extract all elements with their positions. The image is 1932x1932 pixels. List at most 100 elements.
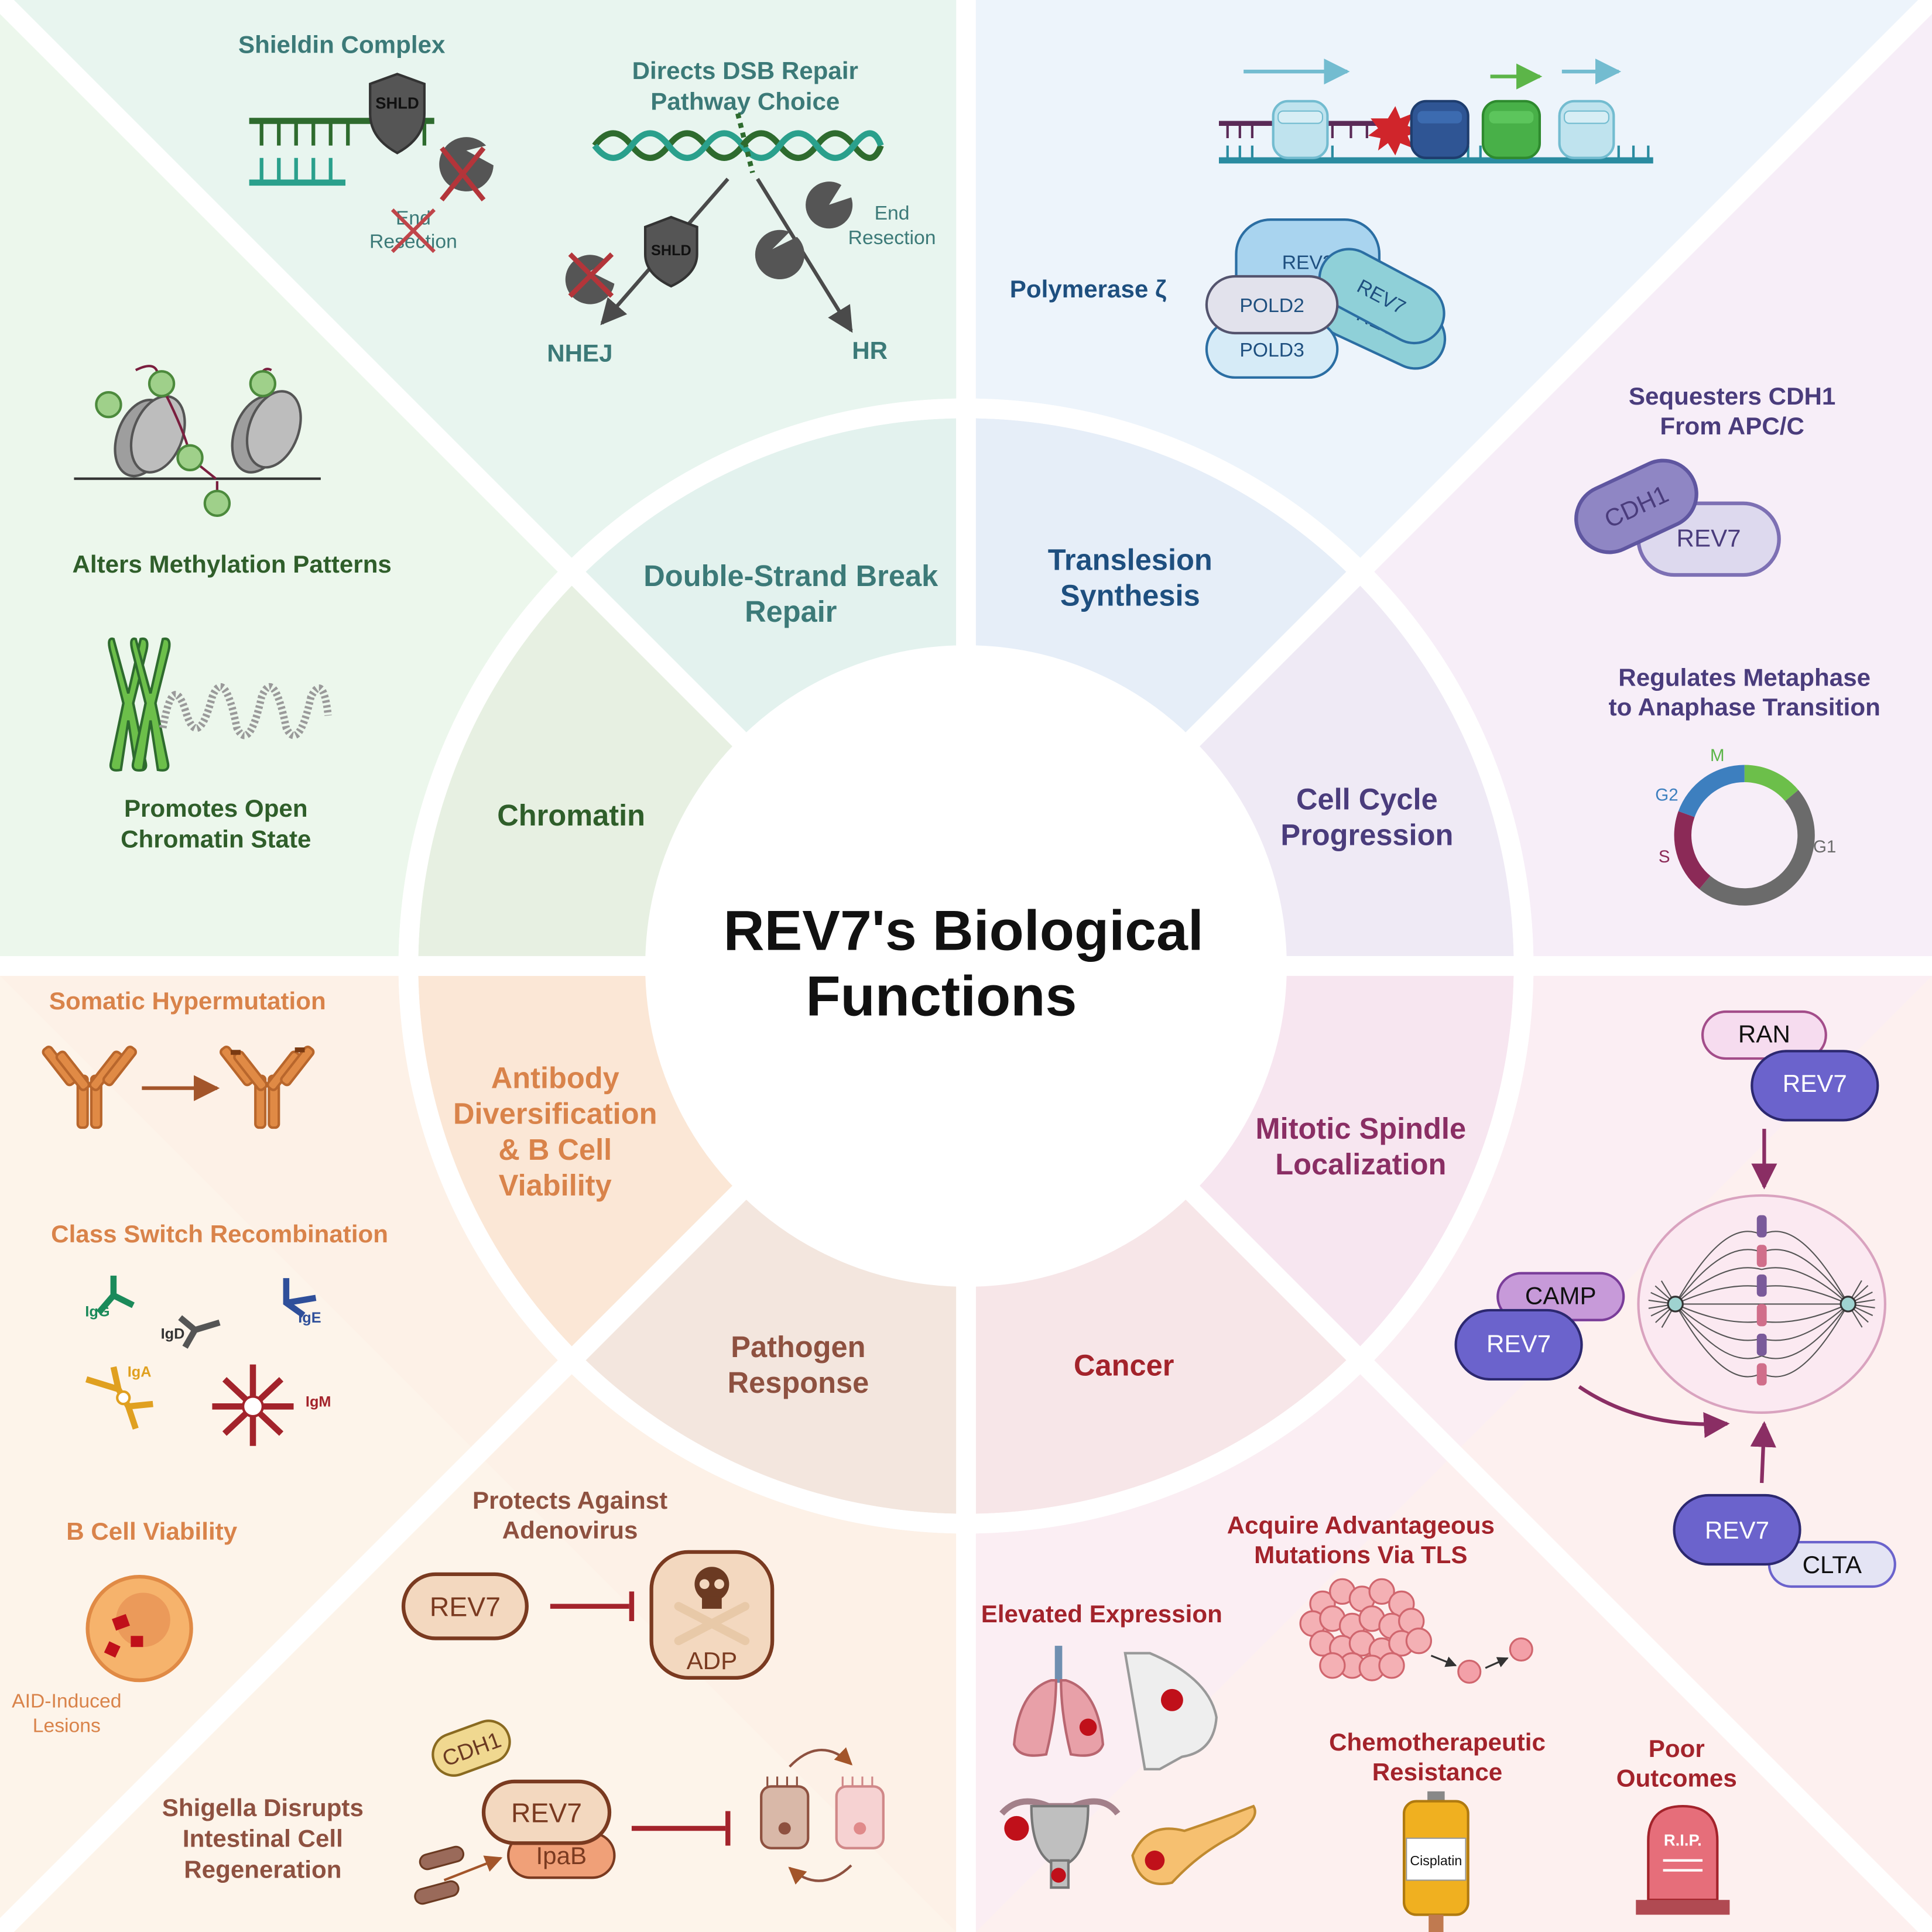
gravestone-icon: R.I.P. — [1636, 1804, 1730, 1915]
antibody-icon — [42, 1046, 137, 1129]
spindle-fiber — [1675, 1285, 1762, 1305]
metastatic-cell-2 — [1509, 1637, 1533, 1662]
clta-arrow — [1750, 1421, 1776, 1484]
metastasis-arrow-2 — [1485, 1657, 1509, 1669]
ring-outer-border — [398, 398, 1534, 1534]
rev7-pa-box — [401, 1572, 529, 1640]
shm-title: Somatic Hypermutation — [49, 987, 326, 1015]
ring-label-dsb-2: Repair — [745, 595, 837, 628]
spindle-fiber — [1674, 1303, 1762, 1359]
elevated-expression-title: Elevated Expression — [981, 1600, 1222, 1628]
pathway-choice-2: Pathway Choice — [650, 88, 840, 115]
inhibit-icon — [550, 1591, 635, 1621]
clta-label: CLTA — [1803, 1551, 1862, 1578]
spindle-fiber — [1674, 1249, 1762, 1305]
cancer-panel: Acquire Advantageous Mutations Via TLS E… — [981, 1511, 1737, 1932]
mutated-antibody-icon — [220, 1046, 315, 1129]
b-cell-icon — [85, 1574, 193, 1683]
rev7-pa-box-2 — [481, 1779, 612, 1845]
rip-label: R.I.P. — [1664, 1831, 1702, 1849]
end-resection-2: Resection — [848, 227, 936, 249]
dsb-panel: Shieldin Complex SHLD — [238, 31, 936, 367]
nuclease-icon-1 — [755, 229, 805, 280]
bacteria-icon — [414, 1845, 465, 1905]
nhej-label: NHEJ — [547, 339, 612, 366]
ring-label-spindle-1: Mitotic Spindle — [1256, 1112, 1467, 1145]
mitotic-spindle-icon — [1637, 1194, 1887, 1414]
spindle-fiber — [1761, 1303, 1849, 1341]
igd-icon: IgD — [161, 1315, 221, 1349]
shld-label: SHLD — [375, 94, 419, 112]
spindle-fiber — [1761, 1303, 1849, 1378]
ran-label: RAN — [1738, 1020, 1790, 1048]
rev7-pa-label-2: REV7 — [511, 1797, 582, 1828]
hr-label: HR — [852, 337, 888, 364]
tls-mutations-2: Mutations Via TLS — [1254, 1541, 1467, 1568]
chemo-1: Chemotherapeutic — [1329, 1728, 1546, 1756]
rev7-sp-box-1 — [1751, 1050, 1879, 1122]
ring-labels: Double-Strand Break Repair Translesion S… — [453, 543, 1466, 1400]
cdh1-cc-box — [1574, 458, 1698, 554]
polymerase-green-icon — [1481, 100, 1541, 159]
spindle-fiber — [1762, 1285, 1849, 1305]
chromosome — [1756, 1274, 1767, 1297]
shield-icon: SHLD — [369, 73, 426, 155]
phase-s-arc — [1674, 811, 1711, 889]
adp-label: ADP — [687, 1647, 738, 1674]
skull-icon — [674, 1567, 750, 1646]
lung-icon — [1013, 1646, 1105, 1757]
pold2-label: POLD2 — [1239, 294, 1304, 317]
centrosome — [1667, 1296, 1684, 1313]
poor-outcomes-1: Poor — [1649, 1735, 1705, 1762]
chemo-2: Resistance — [1372, 1758, 1502, 1786]
tumor-cell — [1368, 1578, 1395, 1605]
page-title-line1: REV7's Biological — [724, 899, 1204, 962]
shield-icon-2: SHLD — [644, 215, 698, 288]
metaphase-2: to Anaphase Transition — [1609, 693, 1880, 721]
pold2-box — [1205, 275, 1339, 335]
center-disc — [655, 655, 1277, 1277]
cell-cycle-ring-icon — [1674, 765, 1815, 906]
phase-s-label: S — [1659, 847, 1670, 866]
spindle-fiber — [1675, 1303, 1762, 1323]
shigella-1: Shigella Disrupts — [162, 1794, 364, 1821]
camp-label: CAMP — [1525, 1282, 1597, 1309]
ring-label-cellcycle-2: Progression — [1280, 818, 1453, 851]
rev7-sp-label-3: REV7 — [1705, 1516, 1769, 1544]
page-title-line2: Functions — [806, 964, 1077, 1027]
metastasis-arrow-1 — [1430, 1654, 1457, 1667]
ring-label-cellcycle-1: Cell Cycle — [1296, 782, 1438, 816]
open-chromatin-1: Promotes Open — [124, 794, 308, 822]
tls-panel: Polymerase ζ REV3 REV7 REV7 POLD3 POLD2 — [1010, 59, 1653, 379]
phase-g1-label: G1 — [1813, 837, 1836, 857]
centrosome — [1839, 1296, 1856, 1313]
ring-label-tls-1: Translesion — [1048, 543, 1212, 577]
spindle-panel: RAN REV7 CAMP REV7 CLTA REV7 — [1454, 1010, 1896, 1588]
lesion-icon — [1368, 106, 1420, 156]
ring-label-pathogen-2: Response — [728, 1366, 869, 1399]
iga-icon: IgA — [85, 1364, 153, 1430]
phase-g2-arc — [1678, 765, 1745, 818]
poor-outcomes-2: Outcomes — [1616, 1764, 1737, 1791]
spindle-fiber — [1761, 1249, 1849, 1305]
breast-icon — [1123, 1652, 1218, 1770]
rev7-cc-label: REV7 — [1677, 525, 1741, 552]
adp-box — [649, 1550, 775, 1680]
ige-label: IgE — [298, 1310, 321, 1326]
igg-label: IgG — [85, 1303, 109, 1320]
intestinal-cells-icon — [760, 1747, 885, 1885]
chromosome — [1756, 1304, 1767, 1327]
tumor-cluster-icon — [1299, 1578, 1433, 1681]
rev7-pa-label: REV7 — [430, 1592, 501, 1622]
metaphase-1: Regulates Metaphase — [1618, 664, 1871, 691]
polymerase-zeta-title: Polymerase ζ — [1010, 275, 1167, 303]
iv-bag-icon: Cisplatin — [1402, 1791, 1469, 1932]
pathway-choice-1: Directs DSB Repair — [632, 57, 858, 84]
nuclease-icon-2 — [806, 181, 853, 229]
chromosome-icon — [108, 637, 332, 772]
tls-mutations-1: Acquire Advantageous — [1227, 1511, 1495, 1539]
ring-label-chromatin: Chromatin — [497, 799, 645, 832]
pol-zeta-complex: REV3 REV7 REV7 POLD3 POLD2 — [1205, 218, 1447, 379]
shigella-2: Intestinal Cell — [183, 1825, 343, 1852]
chromosome — [1756, 1215, 1767, 1238]
